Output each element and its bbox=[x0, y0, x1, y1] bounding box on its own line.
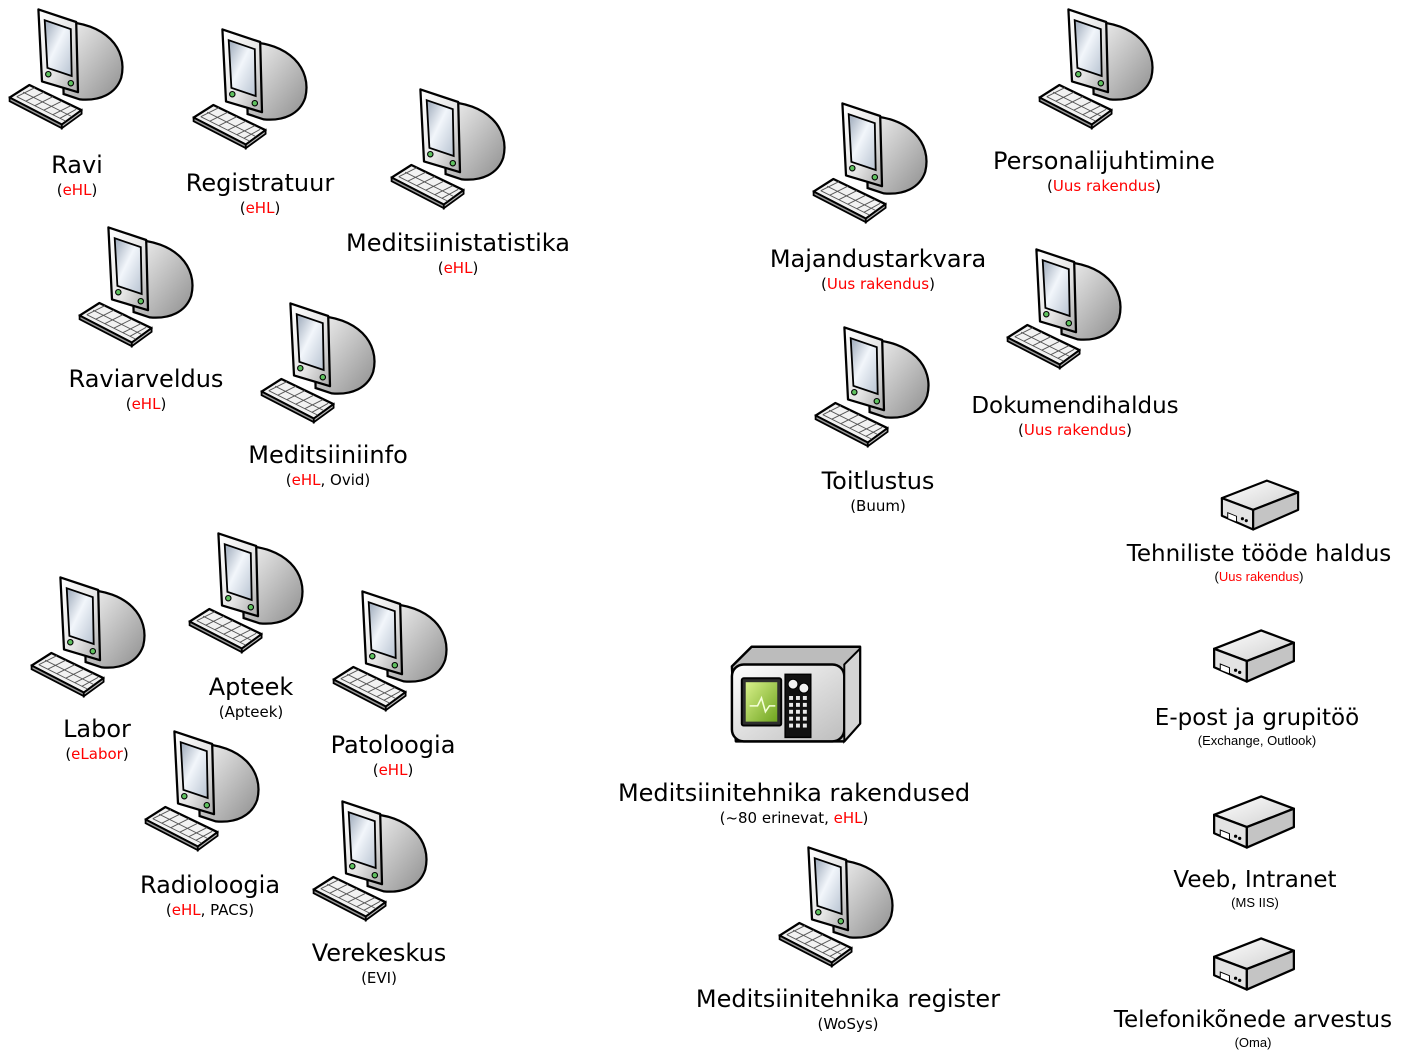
computer-icon bbox=[776, 842, 902, 968]
system-subtitle: (Exchange, Outlook) bbox=[1197, 733, 1317, 748]
system-subtitle: (Uus rakendus) bbox=[1214, 569, 1304, 584]
system-subtitle: (eHL) bbox=[125, 395, 167, 413]
system-title: Raviarveldus bbox=[68, 365, 224, 393]
system-title: Meditsiinitehnika register bbox=[695, 985, 1001, 1013]
server-icon bbox=[1208, 934, 1300, 996]
system-caption: Radioloogia (eHL, PACS) bbox=[108, 870, 312, 920]
computer-icon bbox=[1004, 244, 1130, 370]
system-title: Veeb, Intranet bbox=[1173, 867, 1337, 893]
system-caption: E-post ja grupitöö (Exchange, Outlook) bbox=[1130, 704, 1384, 750]
server-icon bbox=[1216, 476, 1304, 536]
system-title: Ravi bbox=[51, 151, 103, 179]
system-caption: Raviarveldus (eHL) bbox=[44, 364, 248, 414]
system-subtitle: (eHL, Ovid) bbox=[285, 471, 371, 489]
system-caption: Toitlustus (Buum) bbox=[790, 466, 966, 516]
system-subtitle: (EVI) bbox=[361, 969, 397, 987]
system-subtitle: (MS IIS) bbox=[1231, 895, 1279, 910]
system-subtitle: (eHL, PACS) bbox=[165, 901, 255, 919]
system-caption: Verekeskus (EVI) bbox=[282, 938, 476, 988]
computer-icon bbox=[6, 4, 132, 130]
system-subtitle: (Oma) bbox=[1234, 1035, 1272, 1050]
system-subtitle: (Buum) bbox=[850, 497, 906, 515]
system-caption: Meditsiiniinfo (eHL, Ovid) bbox=[226, 440, 430, 490]
system-caption: Personalijuhtimine (Uus rakendus) bbox=[966, 146, 1242, 196]
server-icon bbox=[1208, 792, 1300, 854]
system-subtitle: (eHL) bbox=[437, 259, 479, 277]
system-title: Registratuur bbox=[185, 169, 335, 197]
system-subtitle: (eHL) bbox=[56, 181, 98, 199]
system-title: Meditsiinitehnika rakendused bbox=[617, 779, 971, 807]
system-subtitle: (Apteek) bbox=[218, 703, 284, 721]
system-caption: Meditsiinitehnika rakendused (~80 erinev… bbox=[584, 778, 1004, 828]
computer-icon bbox=[142, 726, 268, 852]
system-subtitle: (eHL) bbox=[239, 199, 281, 217]
computer-icon bbox=[812, 322, 938, 448]
computer-icon bbox=[258, 298, 384, 424]
system-subtitle: (Uus rakendus) bbox=[821, 275, 935, 293]
system-title: Verekeskus bbox=[311, 939, 447, 967]
system-title: Radioloogia bbox=[139, 871, 281, 899]
computer-icon bbox=[388, 84, 514, 210]
system-caption: Veeb, Intranet (MS IIS) bbox=[1140, 866, 1370, 912]
system-caption: Apteek (Apteek) bbox=[176, 672, 326, 722]
system-title: Dokumendihaldus bbox=[971, 393, 1179, 419]
system-caption: Telefonikõnede arvestus (Oma) bbox=[1102, 1006, 1404, 1052]
system-title: E-post ja grupitöö bbox=[1154, 705, 1360, 731]
system-caption: Tehniliste tööde haldus (Uus rakendus) bbox=[1112, 540, 1406, 586]
system-caption: Meditsiinistatistika (eHL) bbox=[320, 228, 596, 278]
system-title: Toitlustus bbox=[821, 467, 935, 495]
medical-device-icon bbox=[726, 636, 864, 756]
system-subtitle: (Uus rakendus) bbox=[1047, 177, 1161, 195]
system-title: Labor bbox=[63, 715, 131, 743]
system-caption: Labor (eLabor) bbox=[20, 714, 174, 764]
system-caption: Registratuur (eHL) bbox=[160, 168, 360, 218]
computer-icon bbox=[76, 222, 202, 348]
system-subtitle: (~80 erinevat, eHL) bbox=[719, 809, 869, 827]
system-caption: Meditsiinitehnika register (WoSys) bbox=[660, 984, 1036, 1034]
system-title: Patoloogia bbox=[330, 731, 456, 759]
system-title: Meditsiiniinfo bbox=[248, 441, 408, 469]
system-title: Personalijuhtimine bbox=[993, 147, 1215, 175]
system-subtitle: (eHL) bbox=[372, 761, 414, 779]
computer-icon bbox=[190, 24, 316, 150]
computer-icon bbox=[810, 98, 936, 224]
server-icon bbox=[1208, 626, 1300, 688]
computer-icon bbox=[1036, 4, 1162, 130]
system-subtitle: (WoSys) bbox=[817, 1015, 879, 1033]
computer-icon bbox=[330, 586, 456, 712]
system-title: Majandustarkvara bbox=[769, 245, 987, 273]
system-caption: Dokumendihaldus (Uus rakendus) bbox=[952, 392, 1198, 440]
computer-icon bbox=[186, 528, 312, 654]
system-caption: Patoloogia (eHL) bbox=[298, 730, 488, 780]
system-subtitle: (Uus rakendus) bbox=[1018, 421, 1132, 439]
computer-icon bbox=[28, 572, 154, 698]
system-subtitle: (eLabor) bbox=[65, 745, 129, 763]
system-caption: Majandustarkvara (Uus rakendus) bbox=[746, 244, 1010, 294]
system-title: Tehniliste tööde haldus bbox=[1126, 541, 1392, 567]
system-title: Telefonikõnede arvestus bbox=[1113, 1007, 1393, 1033]
computer-icon bbox=[310, 796, 436, 922]
system-title: Apteek bbox=[208, 673, 294, 701]
system-caption: Ravi (eHL) bbox=[0, 150, 154, 200]
system-title: Meditsiinistatistika bbox=[346, 229, 570, 257]
